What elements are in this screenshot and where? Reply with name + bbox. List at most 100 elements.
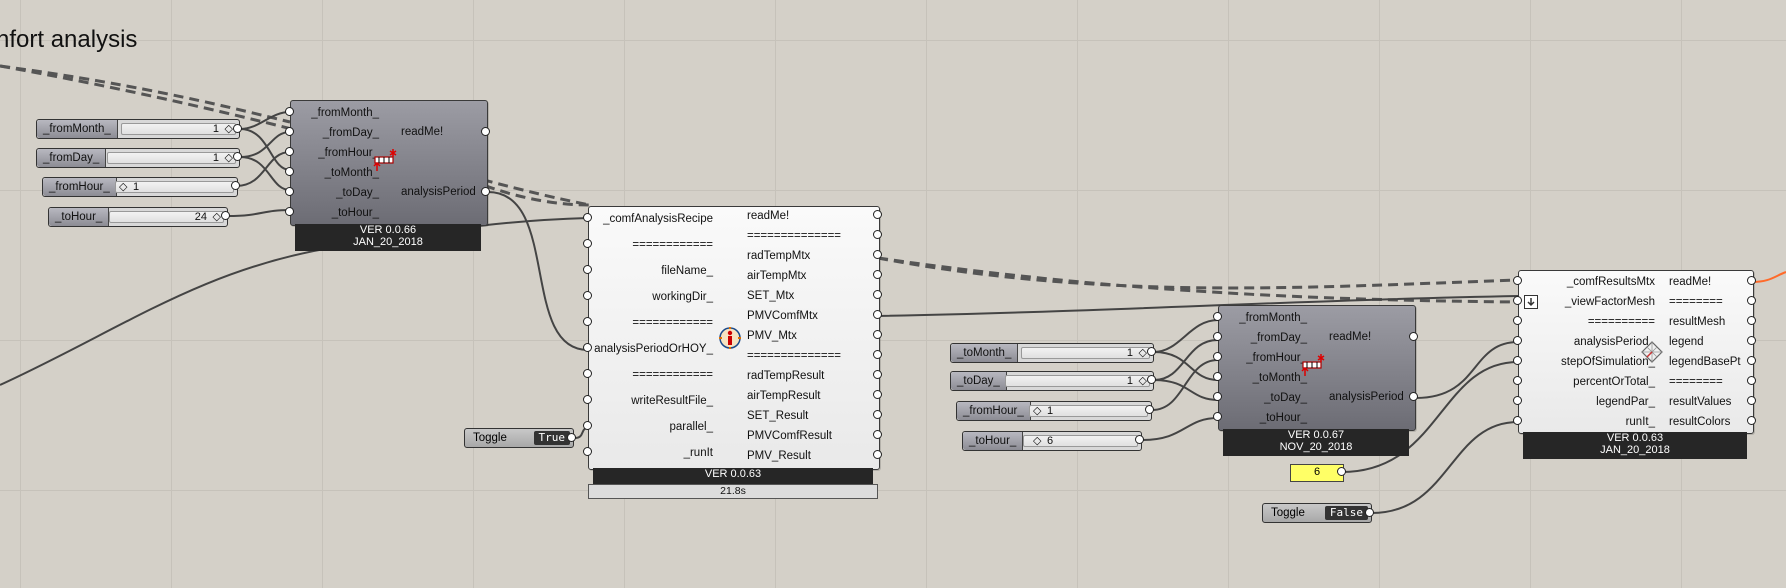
connection-port[interactable] bbox=[1213, 412, 1222, 421]
input-to-day[interactable]: _toDay_ bbox=[1264, 392, 1307, 404]
connection-port[interactable] bbox=[285, 207, 294, 216]
connection-port[interactable] bbox=[285, 147, 294, 156]
input-to-day[interactable]: _toDay_ bbox=[336, 187, 379, 199]
slider-from-hour-2[interactable]: _fromHour_ ◇ 1 bbox=[956, 401, 1152, 421]
connection-port[interactable] bbox=[1747, 376, 1756, 385]
input-filename[interactable]: fileName_ bbox=[661, 265, 713, 277]
slider-from-hour[interactable]: _fromHour_ ◇ 1 bbox=[42, 177, 238, 197]
connection-port[interactable] bbox=[1513, 276, 1522, 285]
connection-port[interactable] bbox=[285, 187, 294, 196]
connection-port[interactable] bbox=[873, 410, 882, 419]
connection-port[interactable] bbox=[1513, 336, 1522, 345]
toggle-value[interactable]: False bbox=[1324, 506, 1368, 520]
input-from-day[interactable]: _fromDay_ bbox=[322, 127, 379, 139]
output-readme[interactable]: readMe! bbox=[401, 126, 444, 138]
microclimate-map-component[interactable]: _comfAnalysisRecipe ============ fileNam… bbox=[588, 206, 880, 470]
connection-port[interactable] bbox=[285, 127, 294, 136]
connection-port[interactable] bbox=[1747, 416, 1756, 425]
connection-port[interactable] bbox=[873, 370, 882, 379]
toggle-true[interactable]: Toggle True bbox=[464, 428, 574, 448]
output-readme[interactable]: readMe! bbox=[747, 210, 790, 222]
connection-port[interactable] bbox=[221, 211, 230, 220]
input-run-it[interactable]: _runIt bbox=[683, 447, 713, 459]
connection-port[interactable] bbox=[873, 270, 882, 279]
input-run-it[interactable]: runIt_ bbox=[1625, 416, 1655, 428]
input-to-month[interactable]: _toMonth_ bbox=[1252, 372, 1307, 384]
connection-port[interactable] bbox=[1513, 296, 1522, 305]
connection-port[interactable] bbox=[1747, 276, 1756, 285]
connection-port[interactable] bbox=[583, 447, 592, 456]
connection-port[interactable] bbox=[1213, 392, 1222, 401]
input-from-day[interactable]: _fromDay_ bbox=[1250, 332, 1307, 344]
connection-port[interactable] bbox=[1213, 372, 1222, 381]
output-readme[interactable]: readMe! bbox=[1669, 276, 1712, 288]
connection-port[interactable] bbox=[583, 369, 592, 378]
connection-port[interactable] bbox=[1513, 396, 1522, 405]
connection-port[interactable] bbox=[1747, 356, 1756, 365]
connection-port[interactable] bbox=[1409, 392, 1418, 401]
connection-port[interactable] bbox=[1747, 296, 1756, 305]
connection-port[interactable] bbox=[567, 433, 576, 442]
toggle-false[interactable]: Toggle False bbox=[1262, 503, 1372, 523]
connection-port[interactable] bbox=[481, 127, 490, 136]
connection-port[interactable] bbox=[873, 430, 882, 439]
connection-port[interactable] bbox=[285, 107, 294, 116]
connection-port[interactable] bbox=[1365, 508, 1374, 517]
input-working-dir[interactable]: workingDir_ bbox=[652, 291, 713, 303]
analysis-period-component[interactable]: _fromMonth_ _fromDay_ _fromHour_ _toMont… bbox=[290, 100, 488, 226]
input-write-result-file[interactable]: writeResultFile_ bbox=[631, 395, 713, 407]
input-comf-results-mtx[interactable]: _comfResultsMtx bbox=[1566, 276, 1655, 288]
output-analysis-period[interactable]: analysisPeriod bbox=[401, 186, 476, 198]
connection-port[interactable] bbox=[873, 210, 882, 219]
connection-port[interactable] bbox=[873, 350, 882, 359]
slider-to-day[interactable]: _toDay_ 1 ◇ bbox=[950, 371, 1154, 391]
connection-port[interactable] bbox=[1147, 347, 1156, 356]
connection-port[interactable] bbox=[873, 390, 882, 399]
connection-port[interactable] bbox=[583, 213, 592, 222]
output-pmv-result[interactable]: PMV_Result bbox=[747, 450, 811, 462]
output-set-result[interactable]: SET_Result bbox=[747, 410, 809, 422]
output-rad-temp-mtx[interactable]: radTempMtx bbox=[747, 250, 811, 262]
connection-port[interactable] bbox=[1747, 396, 1756, 405]
output-analysis-period[interactable]: analysisPeriod bbox=[1329, 391, 1404, 403]
connection-port[interactable] bbox=[873, 450, 882, 459]
connection-port[interactable] bbox=[583, 421, 592, 430]
input-comf-recipe[interactable]: _comfAnalysisRecipe bbox=[603, 213, 713, 225]
output-pmv-mtx[interactable]: PMV_Mtx bbox=[747, 330, 797, 342]
output-result-values[interactable]: resultValues bbox=[1669, 396, 1732, 408]
toggle-value[interactable]: True bbox=[533, 431, 570, 445]
output-result-colors[interactable]: resultColors bbox=[1669, 416, 1731, 428]
connection-port[interactable] bbox=[873, 310, 882, 319]
connection-port[interactable] bbox=[1409, 332, 1418, 341]
output-result-mesh[interactable]: resultMesh bbox=[1669, 316, 1726, 328]
slider-to-hour-2[interactable]: _toHour_ ◇ 6 bbox=[962, 431, 1142, 451]
connection-port[interactable] bbox=[233, 152, 242, 161]
connection-port[interactable] bbox=[873, 290, 882, 299]
output-air-temp-mtx[interactable]: airTempMtx bbox=[747, 270, 807, 282]
connection-port[interactable] bbox=[1213, 312, 1222, 321]
input-from-month[interactable]: _fromMonth_ bbox=[311, 107, 379, 119]
input-to-hour[interactable]: _toHour_ bbox=[331, 207, 379, 219]
input-view-factor-mesh[interactable]: _viewFactorMesh bbox=[1564, 296, 1655, 308]
analysis-period-component-2[interactable]: _fromMonth_ _fromDay_ _fromHour_ _toMont… bbox=[1218, 305, 1416, 431]
slider-from-month[interactable]: _fromMonth_ 1 ◇ bbox=[36, 119, 240, 139]
input-parallel[interactable]: parallel_ bbox=[669, 421, 713, 433]
output-legend-base-pt[interactable]: legendBasePt bbox=[1669, 356, 1741, 368]
connection-port[interactable] bbox=[1145, 405, 1154, 414]
connection-port[interactable] bbox=[481, 187, 490, 196]
input-from-month[interactable]: _fromMonth_ bbox=[1239, 312, 1307, 324]
connection-port[interactable] bbox=[285, 167, 294, 176]
input-to-hour[interactable]: _toHour_ bbox=[1259, 412, 1307, 424]
connection-port[interactable] bbox=[583, 265, 592, 274]
output-pmv-comf-mtx[interactable]: PMVComfMtx bbox=[747, 310, 818, 322]
connection-port[interactable] bbox=[1513, 416, 1522, 425]
connection-port[interactable] bbox=[583, 291, 592, 300]
connection-port[interactable] bbox=[583, 395, 592, 404]
slider-from-day[interactable]: _fromDay_ 1 ◇ bbox=[36, 148, 240, 168]
connection-port[interactable] bbox=[1747, 316, 1756, 325]
connection-port[interactable] bbox=[583, 239, 592, 248]
output-rad-temp-result[interactable]: radTempResult bbox=[747, 370, 825, 382]
input-from-hour[interactable]: _fromHour_ bbox=[1246, 352, 1307, 364]
slider-to-hour[interactable]: _toHour_ 24 ◇ bbox=[48, 207, 228, 227]
